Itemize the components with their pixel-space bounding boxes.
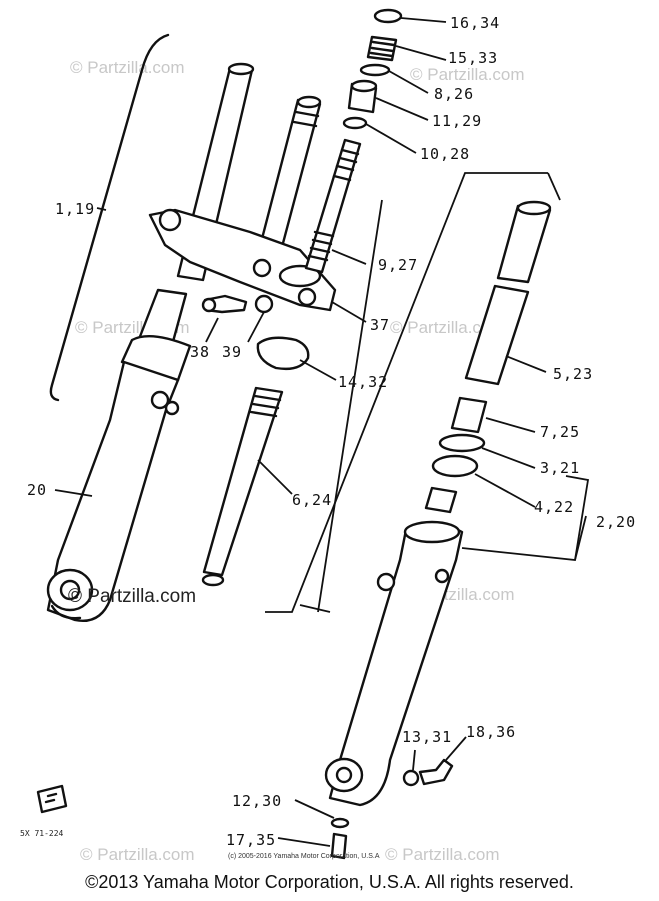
callout-18-36: 18,36 [466, 723, 516, 741]
callout-4-22: 4,22 [534, 498, 574, 516]
callout-10-28: 10,28 [420, 145, 470, 163]
oring-8-26 [359, 63, 391, 77]
callout-3-21: 3,21 [540, 459, 580, 477]
leader-lines [54, 17, 590, 847]
seal-4-22 [431, 454, 479, 478]
brace-1-19 [49, 33, 170, 402]
seat-14-32 [256, 336, 310, 371]
left-fork-assembly [46, 62, 337, 622]
callout-15-33: 15,33 [448, 49, 498, 67]
diagram-code-block: 5X 71-224 [20, 784, 68, 838]
right-fork-assembly [324, 200, 552, 860]
watermark: © Partzilla.com [70, 58, 185, 77]
callout-11-29: 11,29 [432, 112, 482, 130]
tube-5-23 [464, 284, 530, 386]
partzilla-watermark: © Partzilla.com [68, 586, 196, 607]
footer-copyright: ©2013 Yamaha Motor Corporation, U.S.A. A… [85, 872, 574, 892]
gasket-12-30 [330, 817, 350, 829]
washer-10-28 [342, 116, 368, 130]
part-7-25 [450, 396, 488, 434]
callout-17-35: 17,35 [226, 831, 276, 849]
callout-20: 20 [27, 481, 47, 499]
callout-6-24: 6,24 [292, 491, 332, 509]
bolt-18-36 [418, 758, 454, 786]
clip-3-21 [438, 433, 486, 453]
callout-16-34: 16,34 [450, 14, 500, 32]
callout-12-30: 12,30 [232, 792, 282, 810]
watermark: © Partzilla.com [390, 318, 505, 337]
callout-39: 39 [222, 343, 242, 361]
watermark: © Partzilla.com [410, 65, 525, 84]
callout-9-27: 9,27 [378, 256, 418, 274]
watermark-layer: © Partzilla.com © Partzilla.com © Partzi… [70, 58, 525, 864]
callout-8-26: 8,26 [434, 85, 474, 103]
tube-5-23-upper [496, 204, 552, 284]
damper-rod-6-24 [202, 386, 284, 577]
callout-labels: 16,34 15,33 8,26 11,29 10,28 1,19 9,27 3… [27, 14, 636, 849]
callout-14-32: 14,32 [338, 373, 388, 391]
callout-37: 37 [370, 316, 390, 334]
callout-13-31: 13,31 [402, 728, 452, 746]
washer-13-31 [402, 769, 420, 787]
watermark: © Partzilla.com [385, 845, 500, 864]
washer-39 [254, 294, 274, 314]
diagram-code: 5X 71-224 [20, 829, 64, 838]
callout-2-20: 2,20 [596, 513, 636, 531]
spring-9-27 [304, 138, 362, 274]
bolt-17-35 [330, 832, 348, 860]
callout-1-19: 1,19 [55, 200, 95, 218]
callout-7-25: 7,25 [540, 423, 580, 441]
watermark: © Partzilla.com [80, 845, 195, 864]
stem-components [201, 8, 403, 587]
group-outline [265, 172, 561, 613]
callout-38: 38 [190, 343, 210, 361]
copyright-small: (c) 2005-2016 Yamaha Motor Corporation, … [228, 853, 380, 860]
callout-5-23: 5,23 [553, 365, 593, 383]
cap-16-34 [373, 8, 403, 24]
